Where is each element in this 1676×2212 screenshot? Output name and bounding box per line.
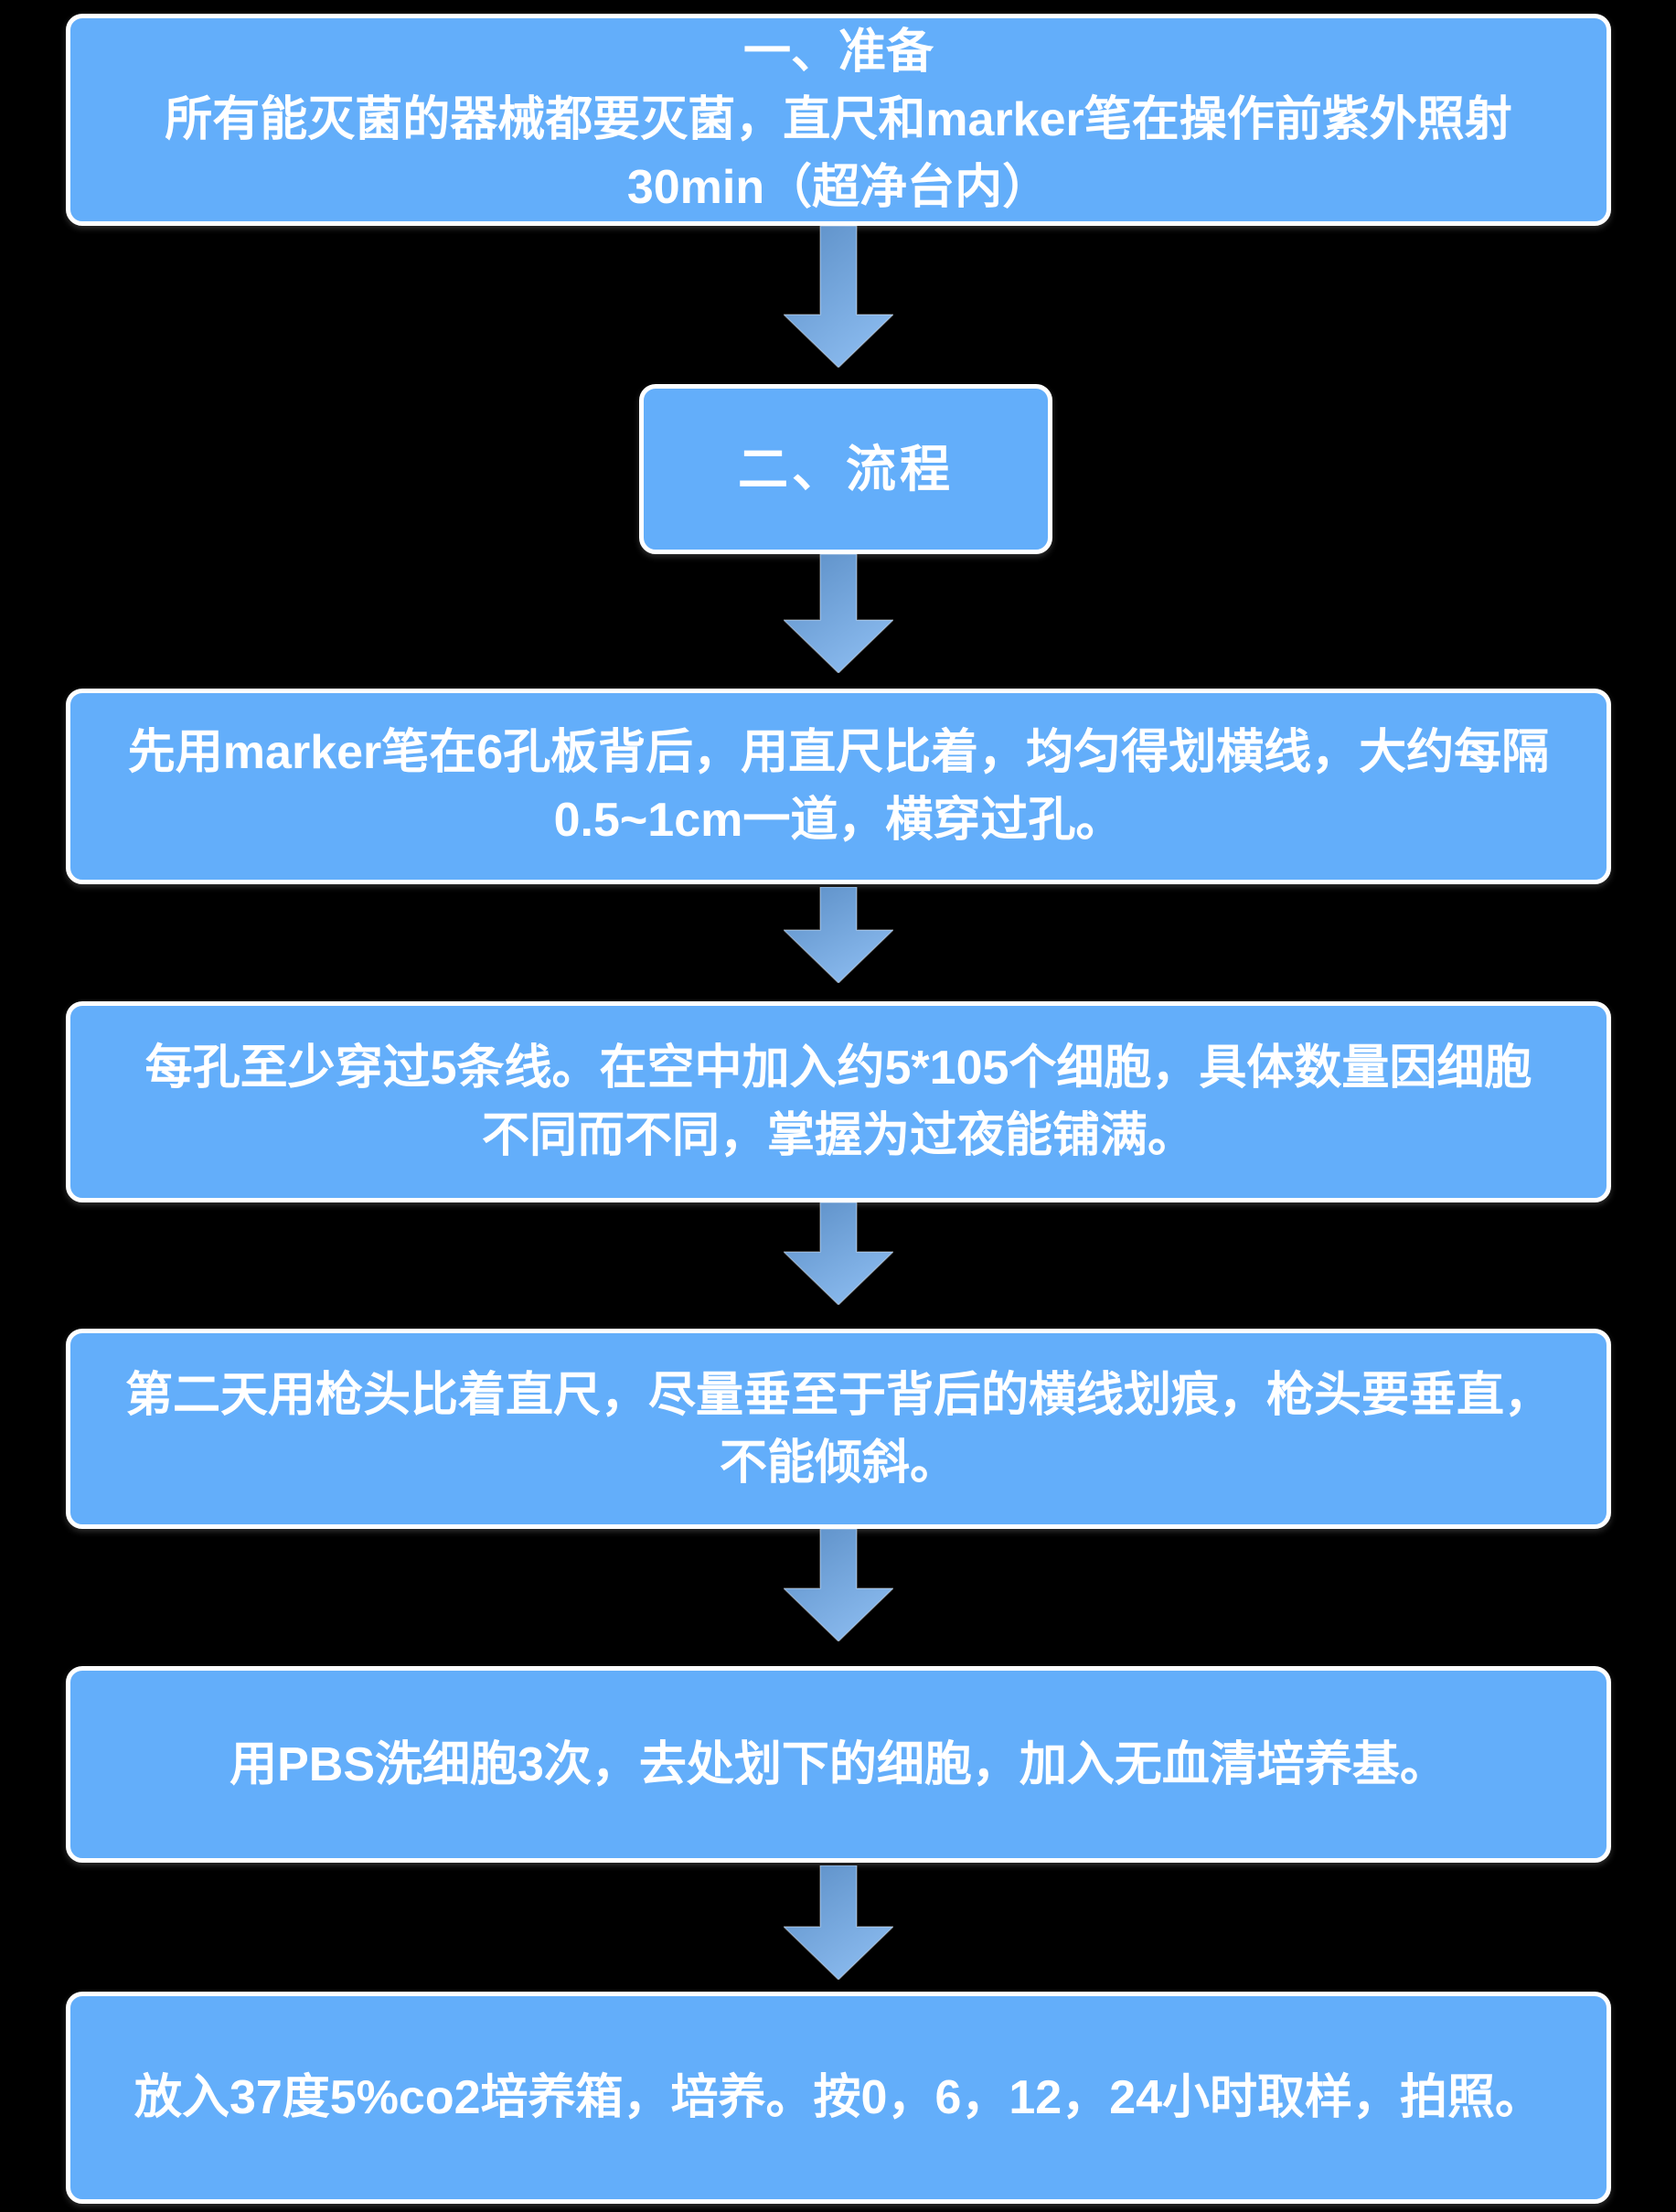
down-arrow-5 [784,1529,893,1641]
node-text-line: 0.5~1cm一道，横穿过孔。 [553,794,1124,847]
flow-step-5: 放入37度5%co2培养箱，培养。按0，6，12，24小时取样，拍照。 [66,1992,1611,2204]
flow-node-prepare: 一、准备 所有能灭菌的器械都要灭菌，直尺和marker笔在操作前紫外照射 30m… [66,14,1611,226]
flow-step-2: 每孔至少穿过5条线。在空中加入约5*105个细胞，具体数量因细胞 不同而不同，掌… [66,1001,1611,1202]
down-arrow-4 [784,1202,893,1305]
flow-step-4: 用PBS洗细胞3次，去处划下的细胞，加入无血清培养基。 [66,1666,1611,1863]
node-text-line: 每孔至少穿过5条线。在空中加入约5*105个细胞，具体数量因细胞 [144,1042,1532,1095]
node-text-line: 第二天用枪头比着直尺，尽量垂至于背后的横线划痕，枪头要垂直， [124,1368,1552,1422]
flow-step-1: 先用marker笔在6孔板背后，用直尺比着，均匀得划横线，大约每隔 0.5~1c… [66,689,1611,884]
node-text-line: 用PBS洗细胞3次，去处划下的细胞，加入无血清培养基。 [230,1737,1447,1791]
flow-node-process: 二、流程 [639,384,1052,554]
flow-step-3: 第二天用枪头比着直尺，尽量垂至于背后的横线划痕，枪头要垂直， 不能倾斜。 [66,1329,1611,1529]
down-arrow-6 [784,1865,893,1980]
node-text-line: 先用marker笔在6孔板背后，用直尺比着，均匀得划横线，大约每隔 [127,726,1550,779]
node-title: 一、准备 [742,26,934,79]
down-arrow-3 [784,887,893,983]
down-arrow-2 [784,554,893,673]
node-text-line: 不同而不同，掌握为过夜能铺满。 [481,1109,1195,1162]
down-arrow-1 [784,226,893,368]
node-title: 二、流程 [737,441,954,497]
node-text-line: 不能倾斜。 [719,1436,957,1490]
node-text-line: 放入37度5%co2培养箱，培养。按0，6，12，24小时取样，拍照。 [133,2071,1543,2124]
node-text-line: 30min（超净台内） [626,161,1051,214]
node-text-line: 所有能灭菌的器械都要灭菌，直尺和marker笔在操作前紫外照射 [165,93,1512,146]
